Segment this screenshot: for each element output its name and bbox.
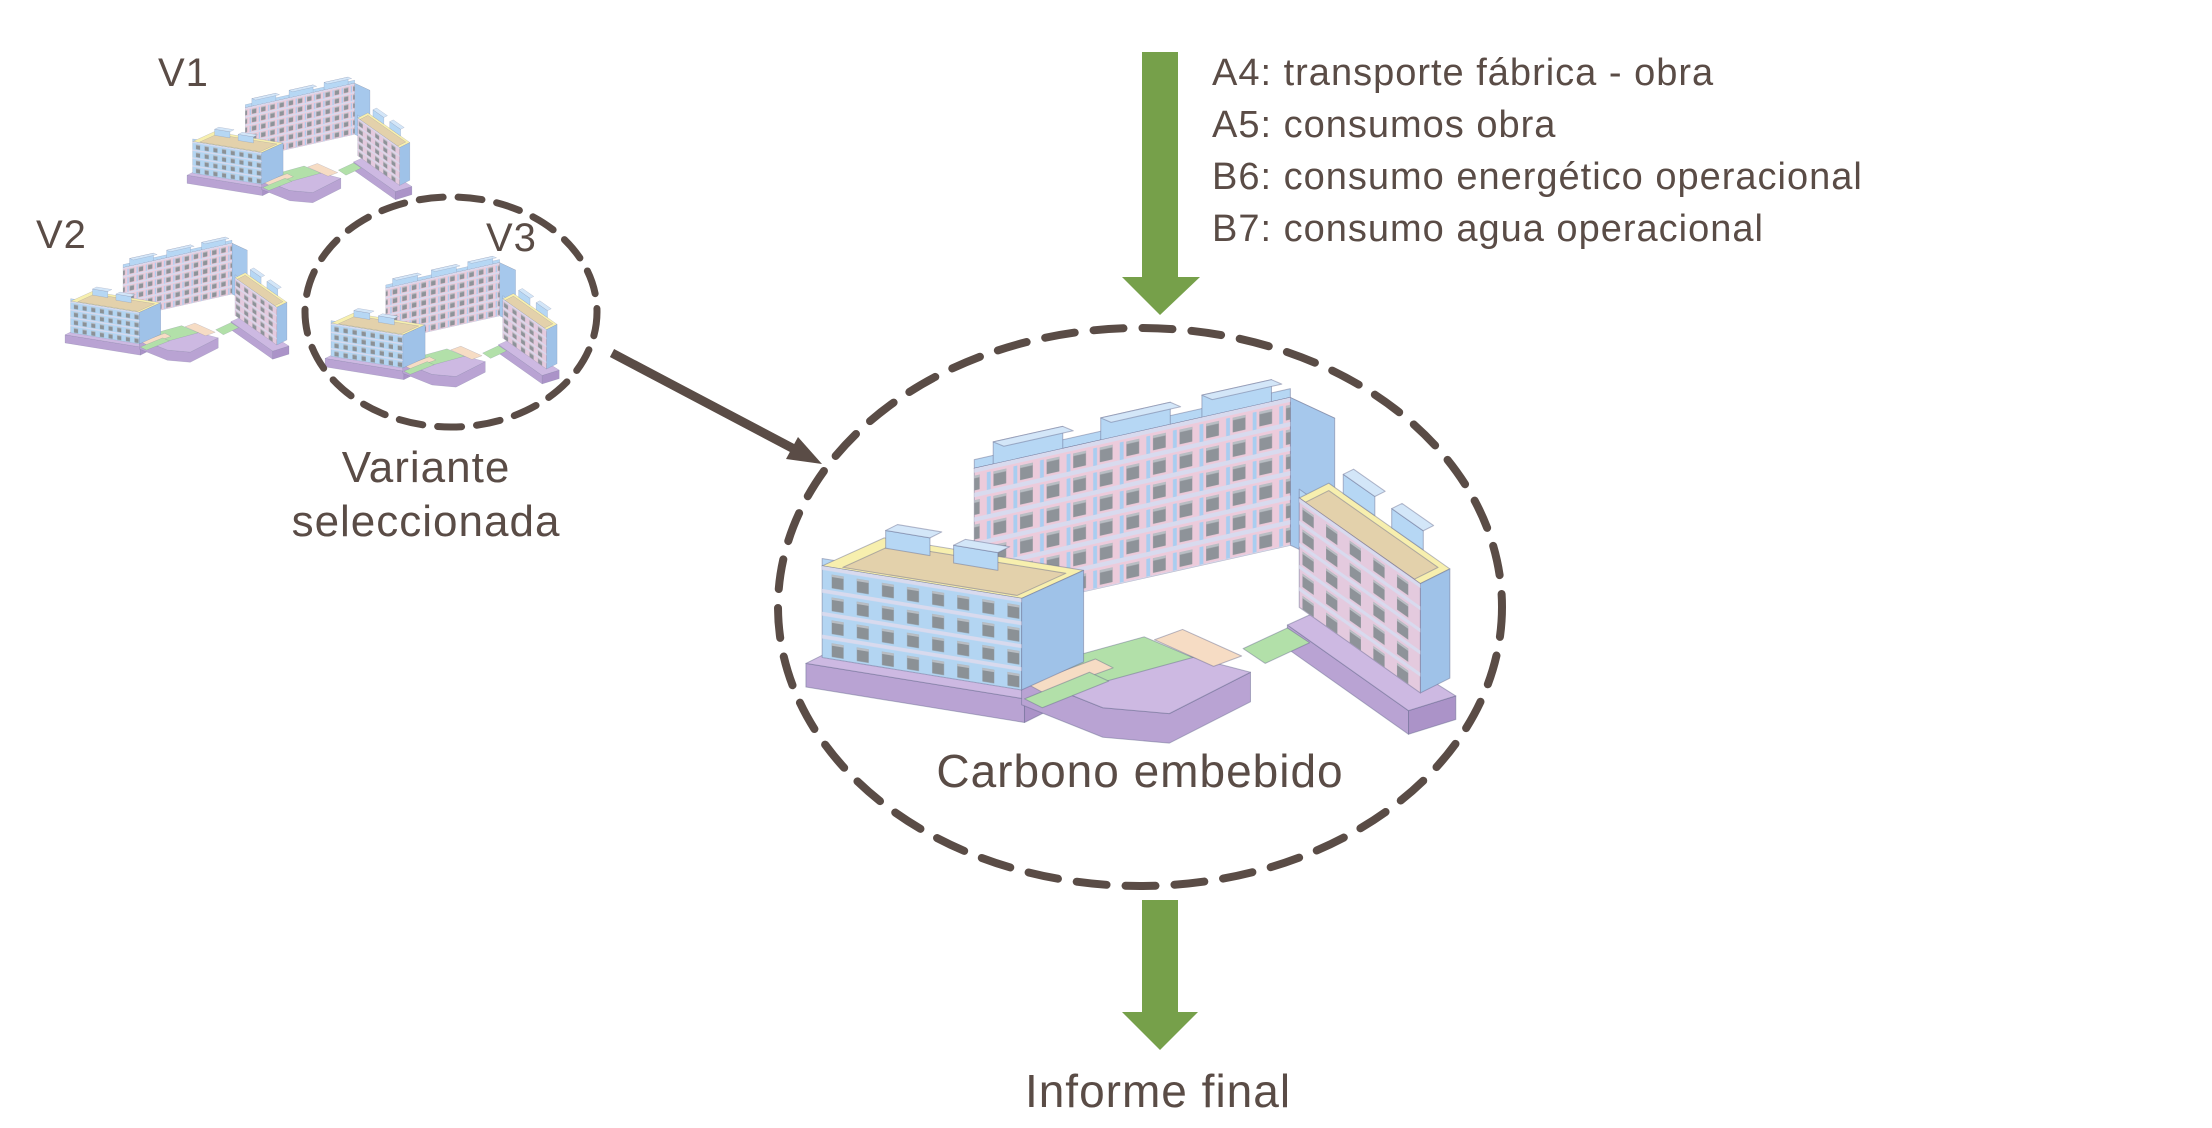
final-report-label: Informe final [1024, 1065, 1292, 1117]
embedded-carbon-label: Carbono embebido [936, 745, 1344, 797]
building-selected-large-illustration [805, 379, 1457, 744]
final-report-down-arrow-icon [1122, 900, 1198, 1050]
selected-variant-dashed-circle [301, 193, 601, 431]
input-line-b7: B7: consumo agua operacional [1212, 208, 1764, 250]
input-line-b6: B6: consumo energético operacional [1212, 156, 1863, 198]
building-variant-v2-illustration [64, 236, 290, 363]
input-line-a5: A5: consumos obra [1212, 104, 1557, 146]
building-variant-v3-illustration [324, 256, 560, 388]
selection-arrow-icon [609, 349, 822, 464]
building-variant-v1-illustration [186, 76, 413, 203]
variant-v3-label: V3 [486, 216, 537, 260]
input-line-a4: A4: transporte fábrica - obra [1212, 52, 1715, 94]
embedded-carbon-dashed-circle [774, 324, 1506, 890]
variant-v2-label: V2 [36, 213, 87, 257]
process-inputs-list: A4: transporte fábrica - obra A5: consum… [1212, 47, 1863, 255]
inputs-down-arrow-icon [1122, 52, 1200, 315]
variant-v1-label: V1 [158, 51, 209, 95]
selected-variant-caption: Variante seleccionada [291, 443, 561, 546]
